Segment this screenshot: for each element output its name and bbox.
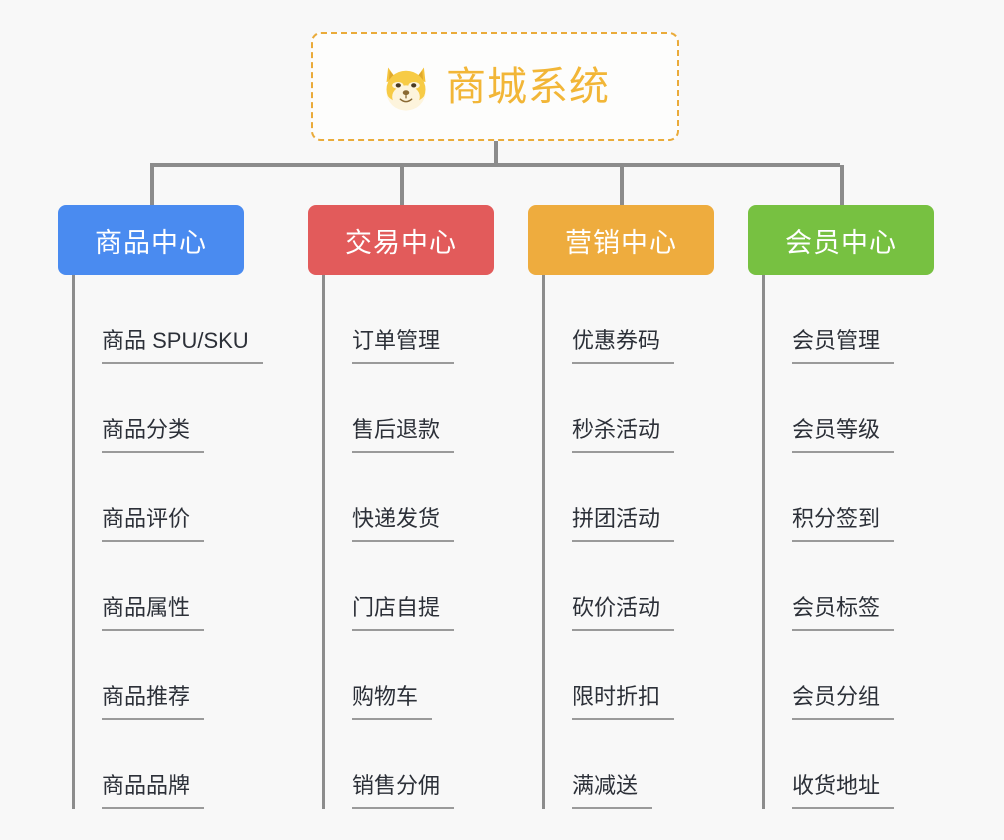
list-item[interactable]: 限时折扣 [542, 631, 802, 720]
list-item[interactable]: 满减送 [542, 720, 802, 809]
leaf-label: 限时折扣 [572, 686, 675, 720]
list-item[interactable]: 销售分佣 [322, 720, 582, 809]
leaf-label: 门店自提 [352, 597, 455, 631]
leaf-label: 订单管理 [352, 330, 455, 364]
leaf-label: 会员等级 [792, 419, 895, 453]
branch-drop-connector-2 [620, 165, 624, 205]
list-item[interactable]: 商品推荐 [72, 631, 332, 720]
leaf-label: 积分签到 [792, 508, 895, 542]
leaf-label: 快递发货 [352, 508, 455, 542]
list-item[interactable]: 快递发货 [322, 453, 582, 542]
list-item[interactable]: 购物车 [322, 631, 582, 720]
leaf-label: 会员管理 [792, 330, 895, 364]
list-item[interactable]: 拼团活动 [542, 453, 802, 542]
leaf-label: 购物车 [352, 686, 433, 720]
leaf-label: 满减送 [572, 775, 653, 809]
leaf-label: 会员标签 [792, 597, 895, 631]
leaf-label: 商品评价 [102, 508, 205, 542]
list-item[interactable]: 商品分类 [72, 364, 332, 453]
branch-items-0: 商品 SPU/SKU 商品分类 商品评价 商品属性 商品推荐 商品品牌 [72, 275, 332, 809]
branch-drop-connector-3 [840, 165, 844, 205]
list-item[interactable]: 订单管理 [322, 275, 582, 364]
list-item[interactable]: 商品品牌 [72, 720, 332, 809]
leaf-label: 商品属性 [102, 597, 205, 631]
list-item[interactable]: 会员管理 [762, 275, 1004, 364]
list-item[interactable]: 门店自提 [322, 542, 582, 631]
leaf-label: 优惠券码 [572, 330, 675, 364]
branch-drop-connector-1 [400, 165, 404, 205]
branch-spine-0 [72, 275, 75, 809]
list-item[interactable]: 商品 SPU/SKU [72, 275, 332, 364]
branch-header-0[interactable]: 商品中心 [58, 205, 244, 275]
list-item[interactable]: 售后退款 [322, 364, 582, 453]
branch-header-2[interactable]: 营销中心 [528, 205, 714, 275]
list-item[interactable]: 会员标签 [762, 542, 1004, 631]
list-item[interactable]: 积分签到 [762, 453, 1004, 542]
list-item[interactable]: 商品属性 [72, 542, 332, 631]
leaf-label: 售后退款 [352, 419, 455, 453]
leaf-label: 收货地址 [792, 775, 895, 809]
list-item[interactable]: 优惠券码 [542, 275, 802, 364]
branch-items-3: 会员管理 会员等级 积分签到 会员标签 会员分组 收货地址 [762, 275, 1004, 809]
leaf-label: 商品推荐 [102, 686, 205, 720]
branch-drop-connector-0 [150, 165, 154, 205]
leaf-label: 商品品牌 [102, 775, 205, 809]
list-item[interactable]: 会员等级 [762, 364, 1004, 453]
branch-header-label-1: 交易中心 [345, 227, 457, 258]
leaf-label: 销售分佣 [352, 775, 455, 809]
list-item[interactable]: 砍价活动 [542, 542, 802, 631]
branch-header-label-3: 会员中心 [785, 227, 897, 258]
leaf-label: 商品分类 [102, 419, 205, 453]
shiba-dog-emoji [380, 61, 432, 113]
branch-header-1[interactable]: 交易中心 [308, 205, 494, 275]
root-node[interactable]: 商城系统 [311, 32, 679, 141]
branch-header-label-2: 营销中心 [565, 227, 677, 258]
branch-spine-1 [322, 275, 325, 809]
root-stem-connector [494, 141, 498, 165]
leaf-label: 拼团活动 [572, 508, 675, 542]
branch-spine-3 [762, 275, 765, 809]
root-title: 商城系统 [446, 64, 610, 109]
leaf-label: 砍价活动 [572, 597, 675, 631]
list-item[interactable]: 收货地址 [762, 720, 1004, 809]
branch-items-2: 优惠券码 秒杀活动 拼团活动 砍价活动 限时折扣 满减送 [542, 275, 802, 809]
branch-header-label-0: 商品中心 [95, 227, 207, 258]
list-item[interactable]: 会员分组 [762, 631, 1004, 720]
branch-header-3[interactable]: 会员中心 [748, 205, 934, 275]
leaf-label: 会员分组 [792, 686, 895, 720]
branch-bus-connector [150, 163, 840, 167]
branch-items-1: 订单管理 售后退款 快递发货 门店自提 购物车 销售分佣 [322, 275, 582, 809]
list-item[interactable]: 商品评价 [72, 453, 332, 542]
leaf-label: 商品 SPU/SKU [102, 330, 263, 364]
list-item[interactable]: 秒杀活动 [542, 364, 802, 453]
branch-spine-2 [542, 275, 545, 809]
leaf-label: 秒杀活动 [572, 419, 675, 453]
